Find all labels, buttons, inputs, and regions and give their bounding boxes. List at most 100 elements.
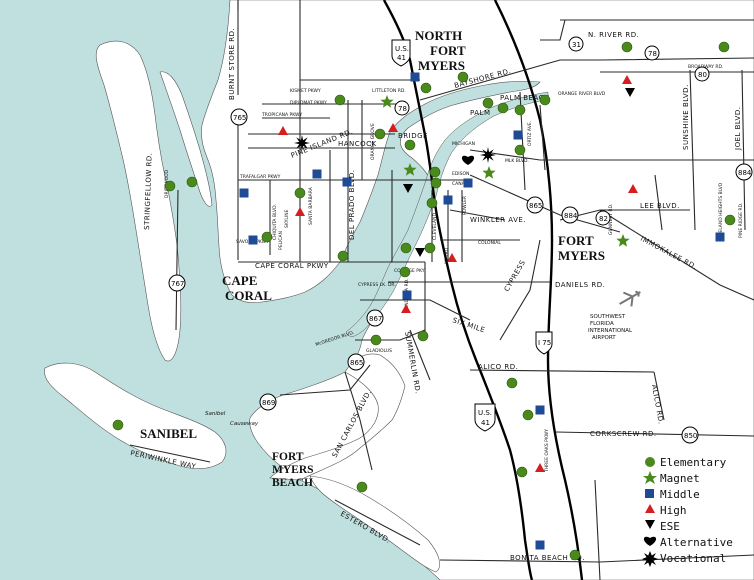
svg-text:31: 31: [572, 41, 581, 49]
school-marker-middle-40[interactable]: [402, 290, 412, 300]
place-cape-coral-line1: CAPE: [222, 273, 257, 288]
school-marker-middle-47[interactable]: [715, 232, 725, 242]
school-marker-elementary-6[interactable]: [404, 139, 416, 151]
land-barrier-island: [159, 71, 213, 207]
school-marker-elementary-7[interactable]: [482, 97, 494, 109]
school-marker-vocational-60[interactable]: [294, 135, 310, 151]
school-marker-elementary-31[interactable]: [724, 214, 736, 226]
label-bridge: BRIDGE: [398, 132, 428, 140]
school-marker-elementary-17[interactable]: [294, 187, 306, 199]
label-airport-3: INTERNATIONAL: [588, 328, 633, 334]
shield-sr78-west: 78: [394, 100, 410, 116]
school-marker-elementary-2[interactable]: [457, 71, 469, 83]
svg-text:Middle: Middle: [660, 488, 700, 501]
label-gunnery: GUNNERY RD.: [608, 204, 614, 235]
school-marker-middle-42[interactable]: [513, 130, 523, 140]
school-marker-middle-36[interactable]: [410, 72, 420, 82]
school-marker-magnet-34[interactable]: [482, 166, 496, 179]
school-marker-elementary-26[interactable]: [522, 409, 534, 421]
label-pelican: PELICAN: [278, 231, 284, 250]
school-marker-magnet-32[interactable]: [380, 95, 394, 108]
school-marker-middle-44[interactable]: [535, 405, 545, 415]
school-marker-elementary-11[interactable]: [514, 144, 526, 156]
school-marker-ese-58[interactable]: [403, 184, 413, 193]
school-marker-middle-39[interactable]: [248, 235, 258, 245]
school-marker-ese-57[interactable]: [415, 248, 425, 257]
school-marker-vocational-61[interactable]: [480, 147, 496, 163]
shield-sr767: 767: [168, 274, 186, 292]
school-marker-alternative-59[interactable]: [461, 155, 475, 165]
label-littleton: LITTLETON RD.: [372, 88, 406, 94]
school-marker-elementary-13[interactable]: [430, 177, 442, 189]
school-marker-high-53[interactable]: [401, 304, 411, 313]
school-marker-elementary-23[interactable]: [417, 330, 429, 342]
school-marker-middle-41[interactable]: [443, 195, 453, 205]
svg-text:I 75: I 75: [538, 339, 551, 347]
legend-item-vocational: Vocational: [642, 551, 726, 567]
label-bonita-beach-rd: BONITA BEACH RD.: [510, 554, 585, 562]
school-marker-elementary-22[interactable]: [399, 266, 411, 278]
land-fort-myers-beach: [309, 475, 440, 573]
school-marker-elementary-4[interactable]: [334, 94, 346, 106]
svg-text:865: 865: [350, 359, 363, 367]
school-marker-elementary-21[interactable]: [400, 242, 412, 254]
label-burnt-store: BURNT STORE RD.: [228, 28, 236, 100]
school-marker-elementary-27[interactable]: [516, 466, 528, 478]
school-marker-middle-45[interactable]: [535, 540, 545, 550]
school-marker-high-51[interactable]: [295, 207, 305, 216]
svg-text:865: 865: [529, 202, 542, 210]
school-marker-middle-37[interactable]: [312, 169, 322, 179]
school-marker-elementary-19[interactable]: [337, 250, 349, 262]
label-colonial: COLONIAL: [478, 240, 501, 246]
school-marker-elementary-12[interactable]: [429, 166, 441, 178]
school-marker-magnet-35[interactable]: [616, 234, 630, 247]
label-trafalgar: TRAFALGAR PKWY: [239, 174, 281, 180]
svg-text:ESE: ESE: [660, 520, 680, 533]
school-markers: [112, 41, 736, 561]
school-marker-elementary-18[interactable]: [261, 231, 273, 243]
school-marker-high-55[interactable]: [447, 253, 457, 262]
school-marker-elementary-25[interactable]: [506, 377, 518, 389]
shield-us41-south: U.S. 41: [474, 403, 496, 432]
svg-text:Alternative: Alternative: [660, 536, 733, 549]
svg-text:Vocational: Vocational: [660, 552, 726, 565]
place-fmb-line1: FORT: [272, 451, 304, 463]
school-marker-elementary-29[interactable]: [356, 481, 368, 493]
school-marker-elementary-14[interactable]: [426, 197, 438, 209]
svg-text:41: 41: [397, 54, 406, 62]
school-marker-middle-46[interactable]: [342, 177, 352, 187]
svg-text:765: 765: [233, 114, 246, 122]
label-lee-blvd: LEE BLVD.: [640, 202, 680, 210]
school-marker-magnet-33[interactable]: [403, 163, 417, 176]
school-marker-middle-38[interactable]: [239, 188, 249, 198]
school-marker-elementary-20[interactable]: [424, 242, 436, 254]
shield-sr884-east: 884: [735, 163, 753, 181]
school-marker-high-48[interactable]: [622, 75, 632, 84]
school-marker-high-49[interactable]: [278, 126, 288, 135]
school-marker-elementary-30[interactable]: [112, 419, 124, 431]
label-skyline: SKYLINE: [284, 209, 290, 228]
school-marker-middle-43[interactable]: [463, 178, 473, 188]
school-marker-elementary-24[interactable]: [370, 334, 382, 346]
school-marker-ese-56[interactable]: [625, 88, 635, 97]
us-41: [382, 0, 534, 580]
school-marker-elementary-10[interactable]: [539, 94, 551, 106]
label-canal: CANAL: [452, 181, 468, 187]
school-marker-elementary-0[interactable]: [718, 41, 730, 53]
school-marker-elementary-3[interactable]: [420, 82, 432, 94]
school-marker-elementary-28[interactable]: [569, 549, 581, 561]
school-marker-elementary-15[interactable]: [164, 180, 176, 192]
school-marker-elementary-9[interactable]: [514, 104, 526, 116]
school-marker-high-54[interactable]: [535, 463, 545, 472]
school-marker-elementary-5[interactable]: [374, 128, 386, 140]
label-kismet: KISMET PKWY: [290, 88, 321, 94]
school-marker-elementary-1[interactable]: [621, 41, 633, 53]
school-marker-elementary-8[interactable]: [497, 102, 509, 114]
label-cypress-lk: CYPRESS LK. DR.: [358, 282, 396, 288]
place-fort-myers-line2: MYERS: [558, 248, 605, 263]
place-north-fort-myers-line1: NORTH: [415, 28, 462, 43]
school-marker-elementary-16[interactable]: [186, 176, 198, 188]
school-marker-high-50[interactable]: [388, 123, 398, 132]
school-marker-high-52[interactable]: [628, 184, 638, 193]
